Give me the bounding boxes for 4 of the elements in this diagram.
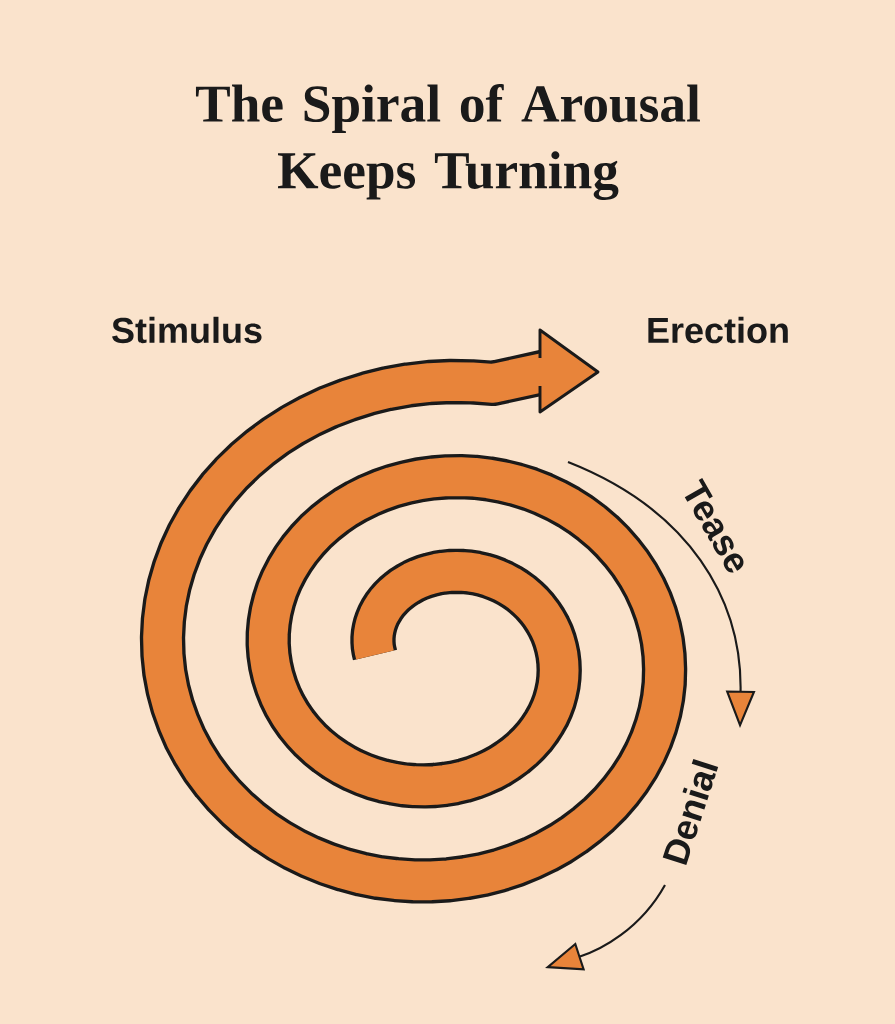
stage-label: Stimulus xyxy=(112,316,262,344)
title: The Spiral of Arousal Keeps Turning xyxy=(195,84,700,200)
stage-label: Erection xyxy=(648,316,788,344)
stage-label: Denial xyxy=(662,758,719,866)
